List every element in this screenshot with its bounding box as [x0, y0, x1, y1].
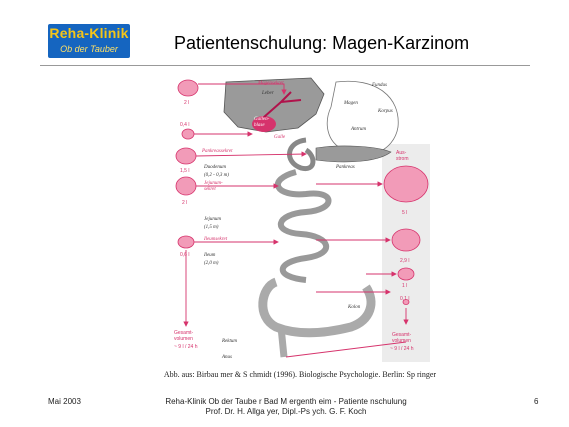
- label-pankreassekret: Pankreassekret: [201, 149, 233, 154]
- label-fundus: Fundus: [371, 83, 387, 88]
- title-divider: [40, 65, 530, 66]
- secretion-oval-magensekret: [178, 80, 198, 96]
- label-pankreas: Pankreas: [335, 165, 355, 170]
- label-ileum: Ileum: [203, 253, 216, 258]
- volume-jejunumsekret: 2 l: [182, 200, 187, 206]
- volume-ileumsekret: 0,6 l: [180, 252, 189, 258]
- label-korpus: Korpus: [377, 109, 393, 114]
- gesamt-left-value: ~ 9 l / 24 h: [174, 344, 198, 350]
- slide-title: Patientenschulung: Magen-Karzinom: [174, 33, 469, 54]
- reha-klinik-logo: Reha-Klinik Ob der Tauber: [48, 24, 130, 58]
- logo-main-text: Reha-Klinik: [48, 25, 130, 41]
- label-jejunumsekret: Jejunum-sekret: [204, 181, 223, 192]
- footer-center: Reha-Klinik Ob der Taube r Bad M ergenth…: [136, 397, 436, 417]
- label-kolon: Kolon: [347, 305, 361, 310]
- secretion-oval-galle: [182, 129, 194, 139]
- gesamt-right-label: Gesamt-volumen: [392, 332, 412, 344]
- secretion-oval-pankreassekret: [176, 148, 196, 164]
- figure-caption: Abb. aus: Birbau mer & S chmidt (1996). …: [120, 370, 480, 379]
- stomach-shape: [327, 81, 398, 155]
- label-jejunum-len: (1,5 m): [204, 225, 219, 230]
- label-ileumsekret: Ileumsekret: [203, 237, 228, 242]
- footer-date: Mai 2003: [48, 397, 81, 406]
- outflow-oval-2-9l: [392, 229, 420, 251]
- outflow-value-1l: 1 l: [402, 283, 407, 289]
- digestive-secretion-diagram: Leber Gallen-blase Galle Magen Fundus Ko…: [166, 72, 432, 365]
- label-magensekret: Magensekret: [257, 81, 284, 86]
- gesamt-right-value: ~ 9 l / 24 h: [390, 346, 414, 352]
- label-anus: Anus: [221, 355, 232, 360]
- logo-sub-text: Ob der Tauber: [48, 44, 130, 54]
- label-galle: Galle: [274, 135, 286, 140]
- label-jejunum: Jejunum: [204, 217, 221, 222]
- label-antrum: Antrum: [350, 127, 366, 132]
- volume-magensekret: 2 l: [184, 100, 189, 106]
- outflow-value-2-9l: 2,9 l: [400, 258, 409, 264]
- secretion-oval-ileumsekret: [178, 236, 194, 248]
- footer-line-1: Reha-Klinik Ob der Taube r Bad M ergenth…: [136, 397, 436, 407]
- label-duodenum-len: (0,2 - 0,3 m): [204, 173, 229, 178]
- outflow-value-0-1l: 0,1 l: [400, 296, 409, 302]
- gesamt-left-label: Gesamt-volumen: [174, 330, 194, 342]
- rectum-shape: [281, 327, 284, 357]
- volume-pankreassekret: 1,5 l: [180, 168, 189, 174]
- footer-page-number: 6: [534, 397, 538, 406]
- label-leber: Leber: [261, 91, 274, 96]
- outflow-oval-1l: [398, 268, 414, 280]
- label-magen: Magen: [343, 101, 358, 106]
- small-intestine-shape: [278, 172, 329, 280]
- outflow-oval-5l: [384, 166, 428, 202]
- secretion-oval-jejunumsekret: [176, 177, 196, 195]
- footer-line-2: Prof. Dr. H. Allga yer, Dipl.-Ps ych. G.…: [136, 407, 436, 417]
- label-rektum: Rektum: [221, 339, 237, 344]
- label-ileum-len: (2,0 m): [204, 261, 219, 266]
- outflow-value-5l: 5 l: [402, 210, 407, 216]
- label-duodenum: Duodenum: [203, 165, 226, 170]
- volume-galle: 0,4 l: [180, 122, 189, 128]
